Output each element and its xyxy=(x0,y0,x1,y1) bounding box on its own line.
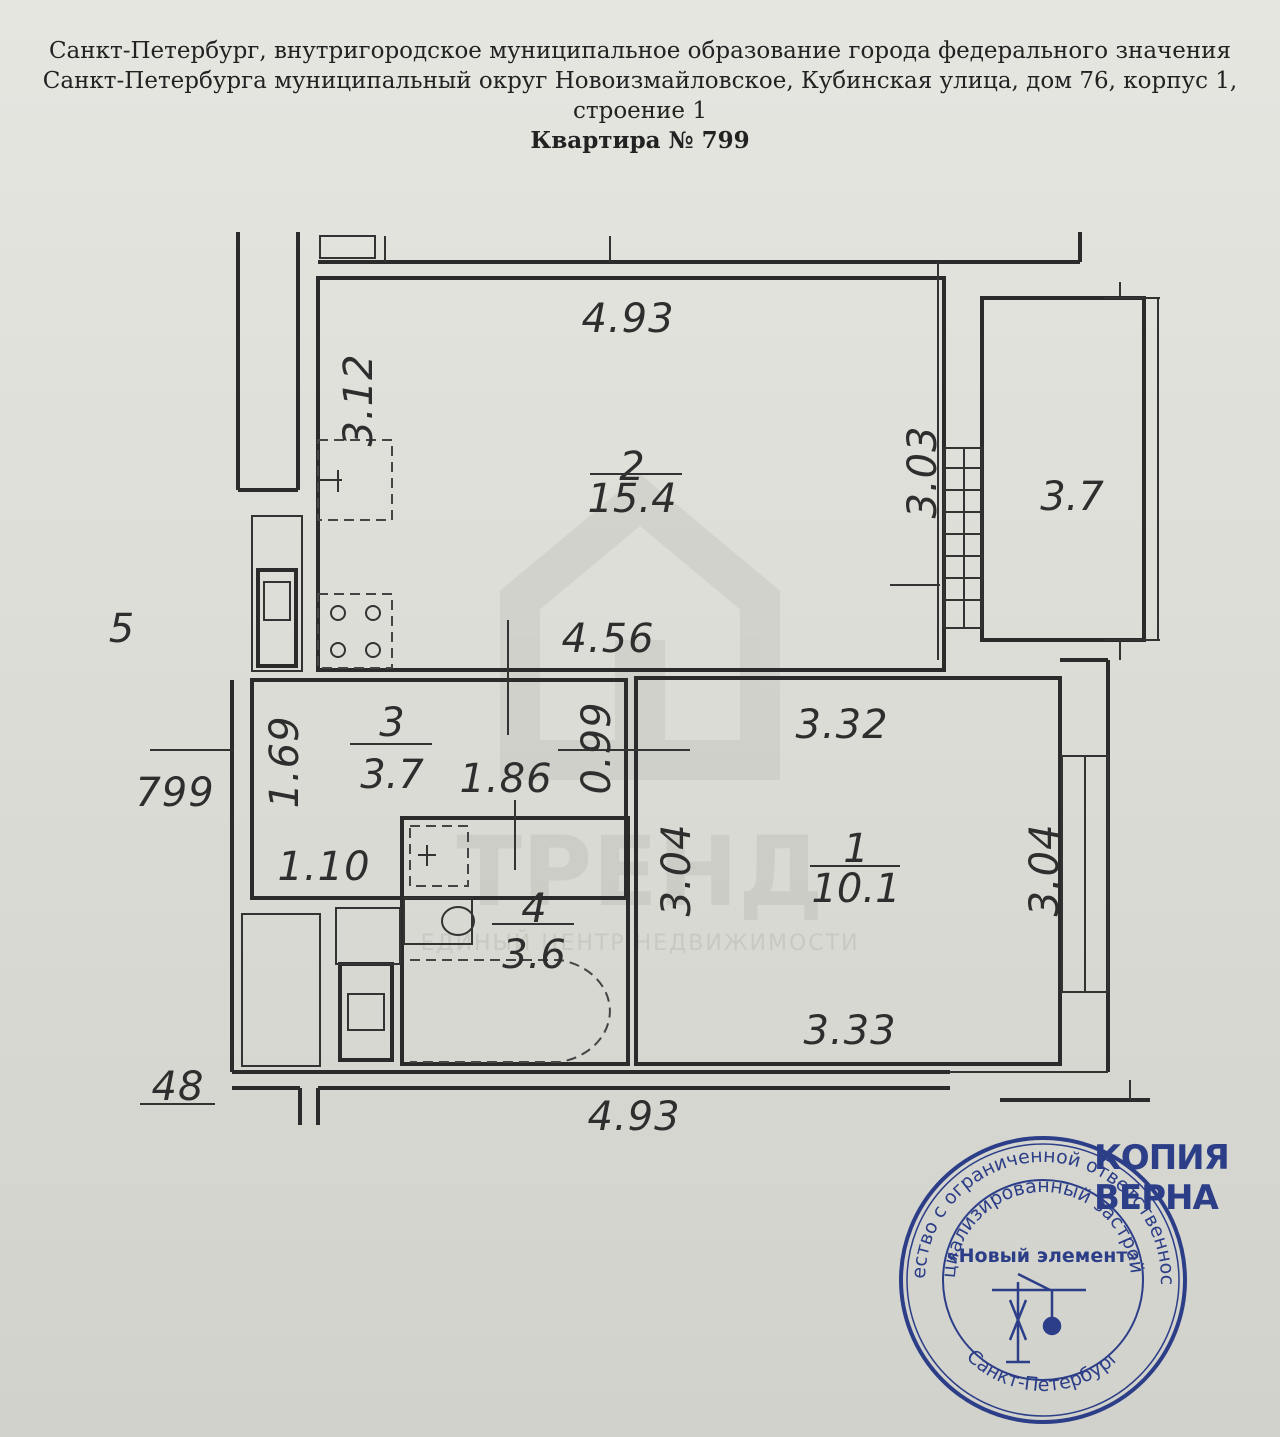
address-line-3: строение 1 xyxy=(572,98,707,124)
address-line-2: Санкт-Петербурга муниципальный округ Нов… xyxy=(42,68,1238,94)
dim-bottom-partial: 4.93 xyxy=(587,1094,680,1140)
room-2-area: 15.4 xyxy=(587,476,676,522)
balcony-area: 3.7 xyxy=(1040,474,1104,520)
room-1: 1 10.1 xyxy=(810,826,901,912)
room-3-area: 3.7 xyxy=(360,752,424,798)
room-3-number: 3 xyxy=(379,700,404,746)
dim-hall-width: 1.86 xyxy=(459,756,552,802)
watermark-brand: ТРЕНД xyxy=(456,816,823,928)
room-3: 3 3.7 xyxy=(350,700,432,798)
room-1-area: 10.1 xyxy=(811,866,900,912)
apartment-title: Квартира № 799 xyxy=(530,127,750,154)
stamp-company: «Новый элемент» xyxy=(946,1245,1139,1267)
dim-hall-bottom: 1.10 xyxy=(277,844,370,890)
dim-room1-bottom: 3.33 xyxy=(803,1008,896,1054)
left-five: 5 xyxy=(109,606,135,652)
kitchen-fixtures xyxy=(251,439,393,672)
walls xyxy=(140,232,1160,1125)
stamp-city: Санкт-Петербург xyxy=(962,1345,1123,1396)
dim-hall-top: 1.69 xyxy=(262,715,308,808)
crane-icon xyxy=(992,1272,1086,1364)
dim-room2-top: 4.93 xyxy=(581,296,674,342)
room-1-number: 1 xyxy=(843,826,868,872)
room-2-number: 2 xyxy=(619,444,644,490)
address-line-1: Санкт-Петербург, внутригородское муницип… xyxy=(48,38,1232,64)
room-4-number: 4 xyxy=(521,886,546,932)
bathroom-fixtures xyxy=(241,825,611,1067)
dim-room1-left: 3.04 xyxy=(654,823,700,916)
copy-verified-label: КОПИЯ ВЕРНА xyxy=(1094,1138,1230,1218)
room-2: 2 15.4 xyxy=(587,444,682,522)
watermark-subtitle: ЕДИНЫЙ ЦЕНТР НЕДВИЖИМОСТИ xyxy=(420,930,859,956)
dim-hall-right: 0.99 xyxy=(574,701,620,794)
room-4-area: 3.6 xyxy=(502,932,566,978)
dimension-labels: 4.93 3.12 3.03 4.56 1.69 1.86 0.99 1.10 … xyxy=(262,296,1068,1140)
left-apartment-number: 799 xyxy=(135,770,214,816)
dim-room1-top: 3.32 xyxy=(795,702,888,748)
room-4: 4 3.6 xyxy=(492,886,574,978)
dim-room1-right: 3.04 xyxy=(1022,823,1068,916)
dim-room2-left: 3.12 xyxy=(336,353,382,446)
dim-room2-right: 3.03 xyxy=(900,425,946,518)
bottom-left-number: 48 xyxy=(152,1064,205,1110)
document-header: Санкт-Петербург, внутригородское муницип… xyxy=(0,36,1280,156)
dim-room2-bottom: 4.56 xyxy=(561,616,654,662)
